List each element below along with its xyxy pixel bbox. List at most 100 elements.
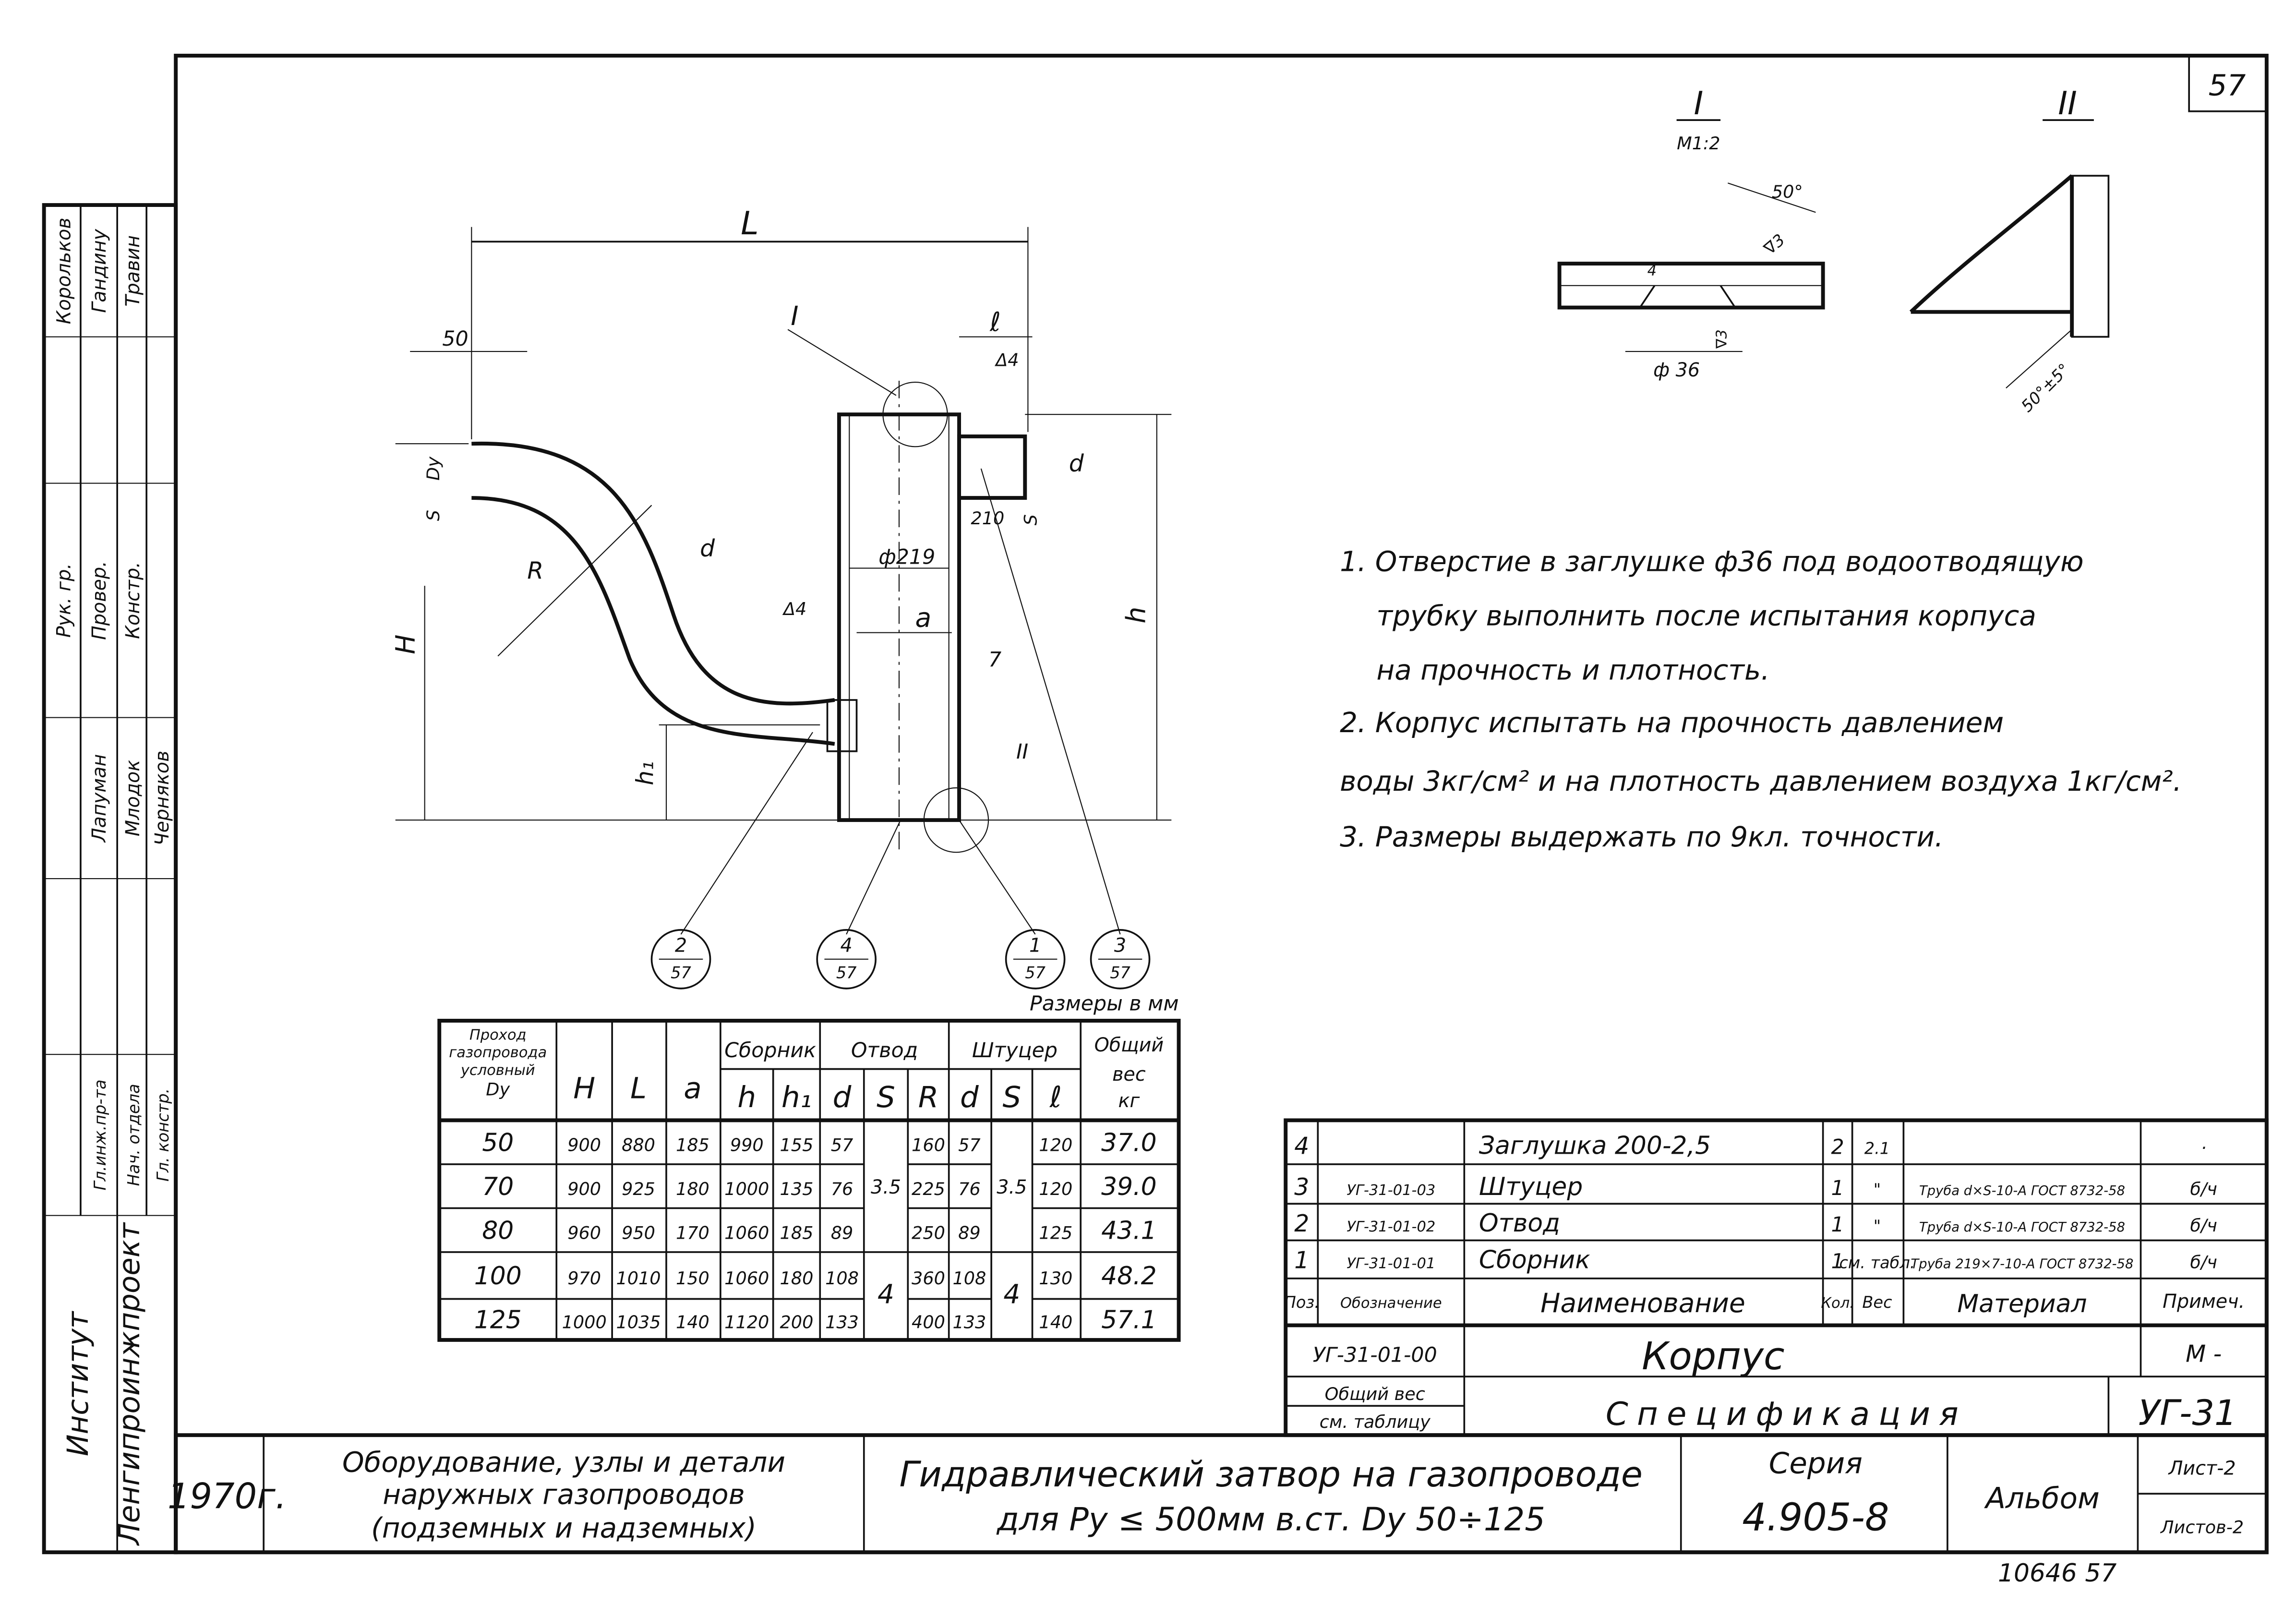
spec-weight: " <box>1874 1180 1881 1199</box>
spec-qty: 1 <box>1831 1249 1844 1273</box>
institute-name: Ленгипроинжпроект <box>112 1222 146 1546</box>
stamp-name: Млодок <box>122 760 144 836</box>
table-cell: 39.0 <box>1101 1172 1156 1201</box>
table-cell: 225 <box>912 1179 945 1199</box>
view-I-label: I <box>791 301 798 331</box>
assembly-code: УГ-31-01-00 <box>1313 1343 1437 1367</box>
svg-text:50°: 50° <box>1772 181 1803 202</box>
svg-text:Обозначение: Обозначение <box>1340 1295 1442 1312</box>
approval-stamp: Корольков Гандину Травин Рук. гр. Провер… <box>42 203 178 1555</box>
table-cell: 1060 <box>724 1222 769 1243</box>
spec-material: Труба d×S-10-А ГОСТ 8732-58 <box>1919 1183 2125 1198</box>
subject-line: Оборудование, узлы и детали <box>342 1446 785 1478</box>
svg-text:вес: вес <box>1112 1063 1146 1086</box>
svg-text:H: H <box>573 1072 595 1106</box>
svg-text:I: I <box>1694 84 1703 122</box>
table-cell: 120 <box>1039 1179 1072 1199</box>
note-line: воды 3кг/см² и на плотность давлением во… <box>1340 765 2182 797</box>
svg-text:2: 2 <box>675 935 687 957</box>
sheets-label: Листов-2 <box>2160 1517 2244 1538</box>
table-cell: 970 <box>567 1268 601 1289</box>
stamp-role: Гл.инж.пр-та <box>91 1079 109 1190</box>
table-cell: 135 <box>780 1179 814 1199</box>
assembly-name: Корпус <box>1642 1334 1785 1378</box>
svg-text:1: 1 <box>1029 935 1041 957</box>
note-line: трубку выполнить после испытания корпуса <box>1376 599 2036 632</box>
svg-text:Кол.: Кол. <box>1821 1295 1854 1312</box>
table-cell: 120 <box>1039 1134 1072 1155</box>
table-cell: 960 <box>567 1222 601 1243</box>
spec-weight: см. табл. <box>1839 1253 1915 1272</box>
svg-text:a: a <box>684 1072 701 1106</box>
table-cell: 925 <box>622 1179 655 1199</box>
table-cell: 48.2 <box>1101 1262 1156 1291</box>
dim-7: 7 <box>988 648 1001 672</box>
dy-value: 125 <box>474 1306 522 1335</box>
table-cell: 180 <box>780 1268 814 1289</box>
stamp-name: Корольков <box>53 217 75 324</box>
svg-text:Отвод: Отвод <box>851 1038 918 1062</box>
spec-title: Спецификация <box>1606 1395 1967 1433</box>
callout-bubble: 4 57 <box>816 929 877 990</box>
dim-d-nozzle: d <box>1069 450 1084 477</box>
spec-qty: 1 <box>1831 1213 1844 1237</box>
svg-text:d: d <box>960 1080 979 1114</box>
svg-text:ф 36: ф 36 <box>1653 359 1700 381</box>
svg-text:М1:2: М1:2 <box>1677 133 1720 154</box>
stamp-role: Рук. гр. <box>53 563 75 638</box>
institute-label: Институт <box>61 1311 95 1456</box>
table-cell: 57 <box>831 1134 853 1155</box>
table-cell: 900 <box>567 1134 601 1155</box>
dim-l: ℓ <box>989 306 1001 337</box>
spec-name: Штуцер <box>1479 1172 1583 1201</box>
callout-bubble: 3 57 <box>1090 929 1151 990</box>
album-label: Альбом <box>1983 1482 2100 1516</box>
stamp-role: Гл. констр. <box>154 1088 172 1182</box>
table-cell: 160 <box>912 1134 945 1155</box>
spec-qty: 1 <box>1831 1176 1844 1200</box>
spec-pos: 2 <box>1294 1210 1309 1237</box>
spec-code: УГ-31-01-03 <box>1346 1182 1435 1199</box>
sheet-label: Лист-2 <box>2168 1458 2236 1480</box>
spec-name: Сборник <box>1479 1245 1590 1274</box>
dy-value: 80 <box>482 1216 514 1245</box>
svg-text:∇3: ∇3 <box>1713 329 1730 349</box>
svg-text:S: S <box>1002 1080 1021 1114</box>
svg-text:Поз.: Поз. <box>1284 1293 1320 1312</box>
spec-qty: 2 <box>1831 1135 1844 1159</box>
spec-weight: 2.1 <box>1864 1139 1890 1158</box>
svg-text:L: L <box>630 1072 647 1106</box>
table-cell: 880 <box>622 1134 655 1155</box>
table-cell: 1000 <box>562 1312 607 1333</box>
table-cell: 43.1 <box>1101 1216 1156 1245</box>
dim-phi219: ф219 <box>878 545 935 569</box>
dim-R: R <box>527 557 543 584</box>
svg-text:57: 57 <box>1110 964 1130 982</box>
table-cell: 130 <box>1039 1268 1072 1289</box>
svg-text:57: 57 <box>836 964 857 982</box>
stamp-name: Лапуман <box>88 754 110 844</box>
spec-name: Заглушка 200-2,5 <box>1479 1132 1711 1160</box>
svg-text:II: II <box>2058 84 2077 122</box>
weight-label: см. таблицу <box>1320 1412 1431 1432</box>
otvod-S-1: 3.5 <box>871 1176 901 1198</box>
svg-text:S: S <box>877 1080 895 1114</box>
technical-notes: 1. Отверстие в заглушке ф36 под водоотво… <box>1340 545 2182 853</box>
table-cell: 133 <box>952 1312 986 1333</box>
spec-note: б/ч <box>2190 1215 2217 1236</box>
svg-text:Материал: Материал <box>1957 1290 2087 1318</box>
table-cell: 133 <box>825 1312 859 1333</box>
table-cell: 1000 <box>724 1179 769 1199</box>
callout-bubble: 2 57 <box>650 929 711 990</box>
table-cell: 89 <box>831 1222 853 1243</box>
svg-text:Вес: Вес <box>1862 1293 1892 1312</box>
series-label: Серия <box>1769 1446 1863 1480</box>
svg-text:4: 4 <box>1647 262 1657 279</box>
svg-text:R: R <box>918 1080 938 1114</box>
table-cell: 950 <box>622 1222 655 1243</box>
svg-text:газопровода: газопровода <box>449 1044 547 1061</box>
table-cell: 1010 <box>616 1268 661 1289</box>
dim-d-bend: d <box>700 535 715 562</box>
